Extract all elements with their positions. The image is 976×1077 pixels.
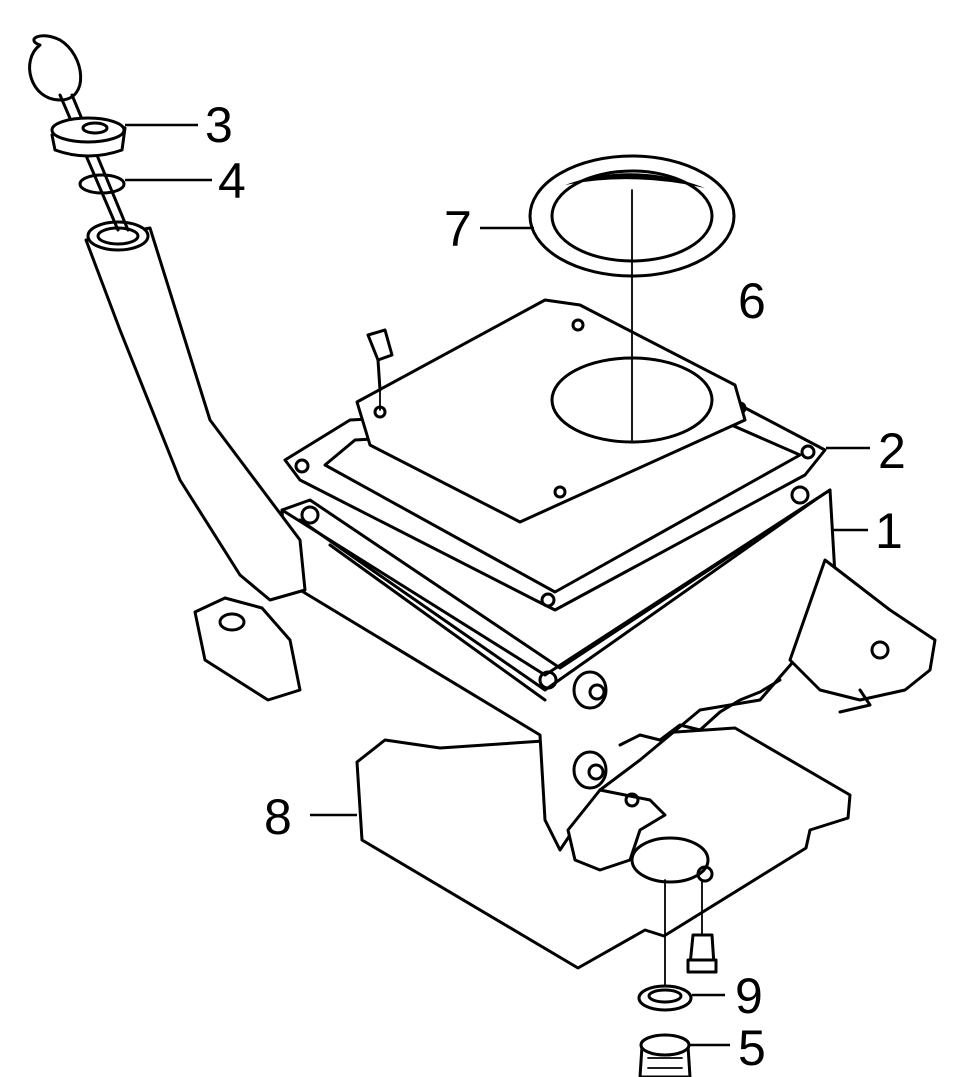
callout-8: 8	[264, 789, 292, 845]
main-housing	[193, 485, 937, 872]
callout-labels: 1 2 3 4 5 6 7 8 9	[205, 97, 906, 1076]
drain-plug	[638, 1033, 692, 1077]
callout-1: 1	[875, 503, 903, 559]
leader-lines	[125, 123, 870, 1047]
oil-seal-ring	[528, 154, 736, 441]
grommet	[50, 116, 127, 158]
cover-bolt	[366, 328, 394, 411]
callout-9: 9	[735, 968, 763, 1024]
sealing-washer	[637, 879, 693, 1012]
o-ring	[78, 173, 126, 195]
callout-4: 4	[218, 153, 246, 209]
callout-7: 7	[444, 201, 472, 257]
callout-3: 3	[205, 97, 233, 153]
cover-bolt-lower	[686, 879, 718, 974]
callout-2: 2	[878, 423, 906, 479]
callout-6: 6	[738, 273, 766, 329]
dipstick-tube	[84, 220, 307, 602]
callout-5: 5	[738, 1020, 766, 1076]
